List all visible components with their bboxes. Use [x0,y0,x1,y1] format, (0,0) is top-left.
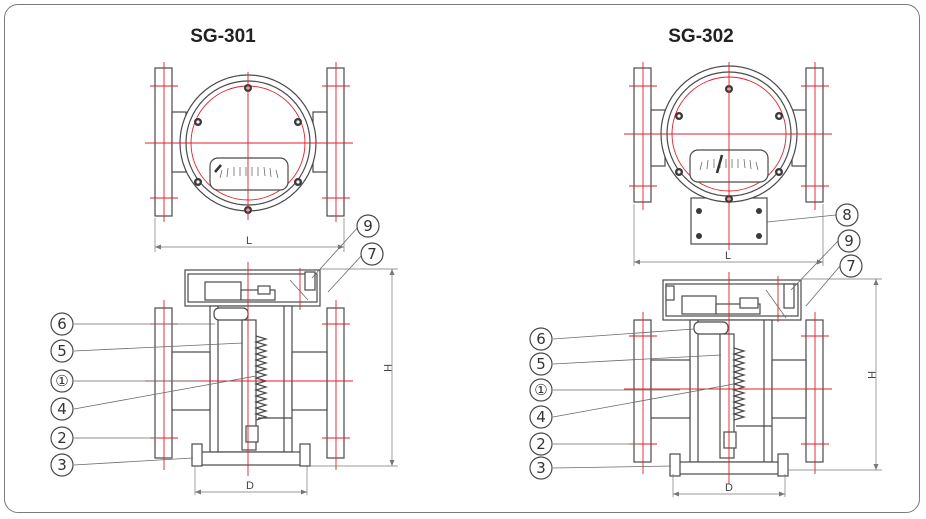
sg301-dim-h: H [381,364,393,372]
callout-4: 4 [529,405,553,429]
sg301-dim-l: L [246,235,252,247]
sg302-dim-d: D [725,482,733,494]
sg301-dim-d: D [246,480,254,492]
model-title-sg302: SG-302 [668,26,733,47]
svg-text:6: 6 [536,330,546,348]
svg-text:3: 3 [57,456,67,474]
callout-9: 9 [837,229,861,253]
svg-text:6: 6 [57,315,67,333]
svg-text:9: 9 [363,217,373,235]
svg-text:8: 8 [842,206,852,224]
callout-3: 3 [50,453,74,477]
callout-1: ① [529,378,553,402]
callout-6: 6 [50,312,74,336]
callout-3: 3 [529,456,553,480]
callout-1: ① [50,369,74,393]
svg-text:5: 5 [57,342,67,360]
callout-5: 5 [50,339,74,363]
sg302-dim-l: L [725,250,731,262]
callout-6: 6 [529,327,553,351]
callout-5: 5 [529,352,553,376]
callout-7: 7 [360,242,384,266]
svg-text:3: 3 [536,459,546,477]
sg302-callouts: 8 9 7 6 5 ① 4 2 3 [529,203,863,480]
callout-7: 7 [839,254,863,278]
sg302-dim-h: H [865,371,877,379]
model-title-sg301: SG-301 [190,26,256,47]
svg-text:5: 5 [536,355,546,373]
sg301-callouts: 9 7 6 5 ① 4 2 3 [50,214,384,477]
sg301-spring [253,335,269,421]
callout-9: 9 [356,214,380,238]
svg-text:4: 4 [536,408,546,426]
svg-text:9: 9 [844,232,854,250]
drawing-frame [4,4,920,513]
svg-text:2: 2 [536,435,546,453]
sg302-top-view [624,62,832,266]
callout-4: 4 [50,397,74,421]
sg301-top-view [145,62,353,252]
svg-text:7: 7 [367,245,377,263]
svg-text:①: ① [55,372,68,390]
callout-2: 2 [529,432,553,456]
callout-2: 2 [50,426,74,450]
svg-text:①: ① [534,381,547,399]
svg-text:4: 4 [57,400,67,418]
sg302-side-view [624,272,882,497]
sg301-side-view [145,262,398,495]
callout-8: 8 [835,203,859,227]
svg-text:7: 7 [846,257,856,275]
svg-text:2: 2 [57,429,67,447]
